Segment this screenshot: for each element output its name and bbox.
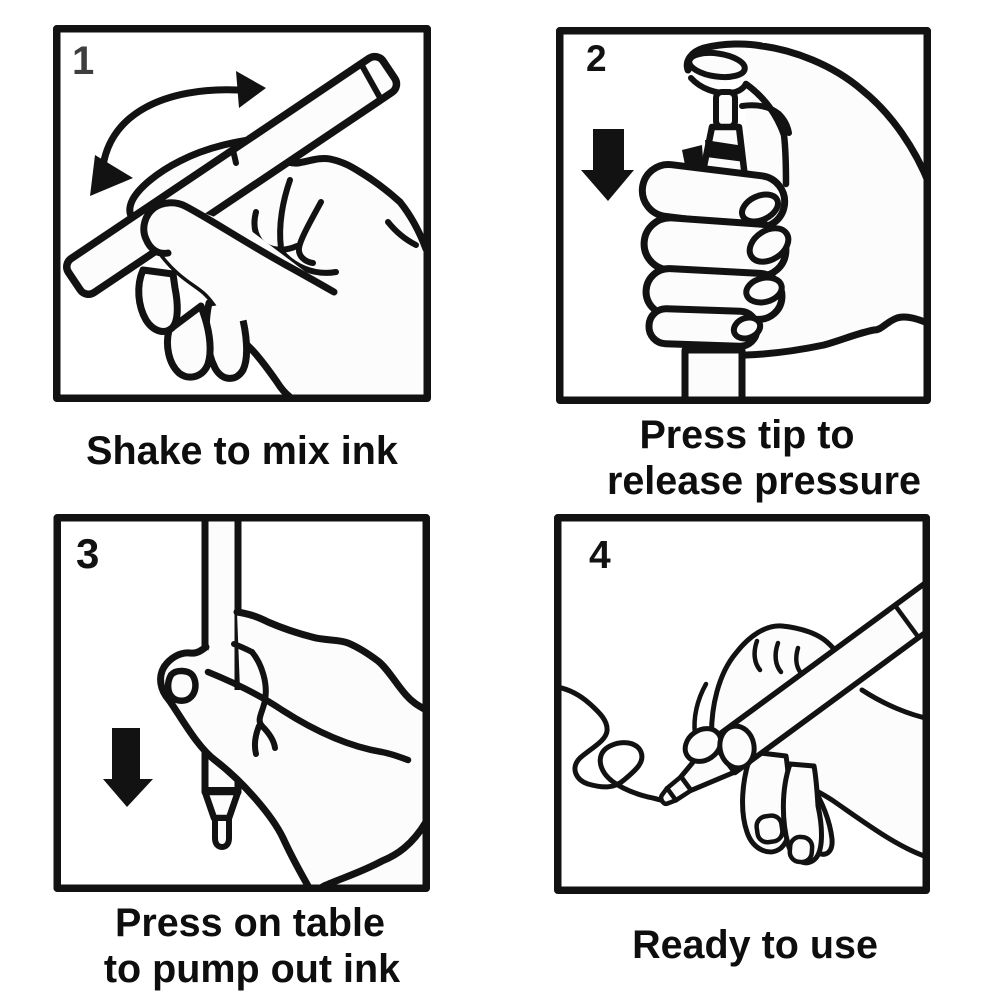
svg-text:Press on table: Press on table — [115, 901, 385, 945]
svg-text:release pressure: release pressure — [607, 459, 921, 503]
svg-text:Ready to use: Ready to use — [632, 923, 878, 967]
svg-text:2: 2 — [586, 38, 607, 79]
svg-text:Press tip to: Press tip to — [639, 413, 854, 457]
svg-text:to pump out ink: to pump out ink — [104, 947, 400, 991]
svg-text:Shake to mix ink: Shake to mix ink — [86, 429, 398, 473]
svg-text:4: 4 — [589, 534, 611, 577]
svg-text:3: 3 — [76, 530, 99, 577]
svg-text:1: 1 — [72, 39, 94, 83]
